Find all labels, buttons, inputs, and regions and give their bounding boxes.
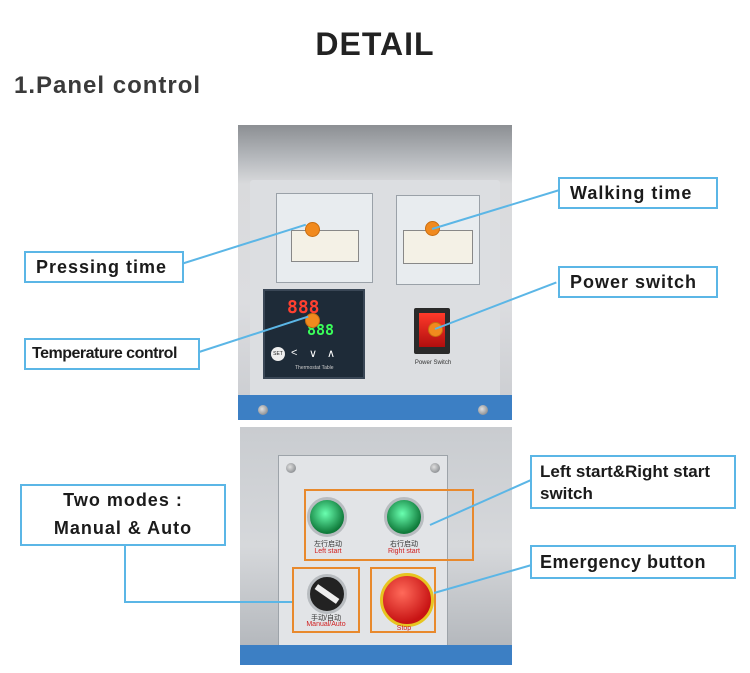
controller-label: Thermostat Table xyxy=(295,365,334,371)
pressing-timer-cover xyxy=(276,193,373,283)
up-arrow-icon[interactable]: ∧ xyxy=(327,348,336,360)
pressing-timer-display xyxy=(291,230,359,262)
modes-leader-vertical xyxy=(124,545,126,603)
screw-icon xyxy=(478,405,488,415)
emergency-stop-button[interactable] xyxy=(380,573,434,627)
temp-display-top: 888 xyxy=(287,297,320,318)
mode-selector-switch[interactable] xyxy=(307,574,347,614)
pressing-time-callout: Pressing time xyxy=(24,251,184,283)
down-arrow-icon[interactable]: ∨ xyxy=(309,348,318,360)
start-switch-callout: Left start&Right start switch xyxy=(530,455,736,509)
section-subtitle: 1.Panel control xyxy=(14,72,202,99)
two-modes-line2: Manual & Auto xyxy=(53,518,193,538)
walking-timer-cover xyxy=(396,195,480,285)
screw-icon xyxy=(430,463,440,473)
left-start-button[interactable] xyxy=(307,497,347,537)
mode-en-label: Manual/Auto xyxy=(306,621,346,628)
mode-cn-label: 手动/自动 xyxy=(311,615,341,622)
right-start-cn-label: 右行启动 xyxy=(390,541,418,548)
page-title: DETAIL xyxy=(315,26,435,62)
left-start-en-label: Left start xyxy=(314,548,342,555)
walking-timer-display xyxy=(403,230,473,264)
temperature-marker xyxy=(305,313,320,328)
emergency-button-callout: Emergency button xyxy=(530,545,736,579)
pressing-time-marker xyxy=(305,222,320,237)
temperature-control-callout: Temperature control xyxy=(24,338,200,370)
power-switch-caption: Power Switch xyxy=(414,360,452,366)
emergency-highlight xyxy=(370,567,436,633)
control-panel-photo-bottom: 左行启动 Left start 右行启动 Right start 手动/自动 M… xyxy=(240,427,512,665)
start-buttons-highlight xyxy=(304,489,474,561)
power-switch-callout: Power switch xyxy=(558,266,718,298)
two-modes-line1: Two modes : xyxy=(63,490,183,510)
machine-base xyxy=(240,645,512,665)
walking-time-callout: Walking time xyxy=(558,177,718,209)
control-panel-photo-top: 888 888 SET < ∨ ∧ Thermostat Table Power… xyxy=(238,125,512,420)
screw-icon xyxy=(258,405,268,415)
left-arrow-icon[interactable]: < xyxy=(291,347,298,359)
mode-switch-highlight xyxy=(292,567,360,633)
screw-icon xyxy=(286,463,296,473)
temperature-controller: 888 888 SET < ∨ ∧ Thermostat Table xyxy=(263,289,365,379)
set-key[interactable]: SET xyxy=(271,347,285,361)
left-start-cn-label: 左行启动 xyxy=(314,541,342,548)
two-modes-callout: Two modes : Manual & Auto xyxy=(20,484,226,546)
right-start-button[interactable] xyxy=(384,497,424,537)
machine-base xyxy=(238,395,512,420)
right-start-en-label: Right start xyxy=(388,548,420,555)
modes-leader-horizontal xyxy=(124,601,292,603)
stop-label: Stop xyxy=(396,625,412,632)
